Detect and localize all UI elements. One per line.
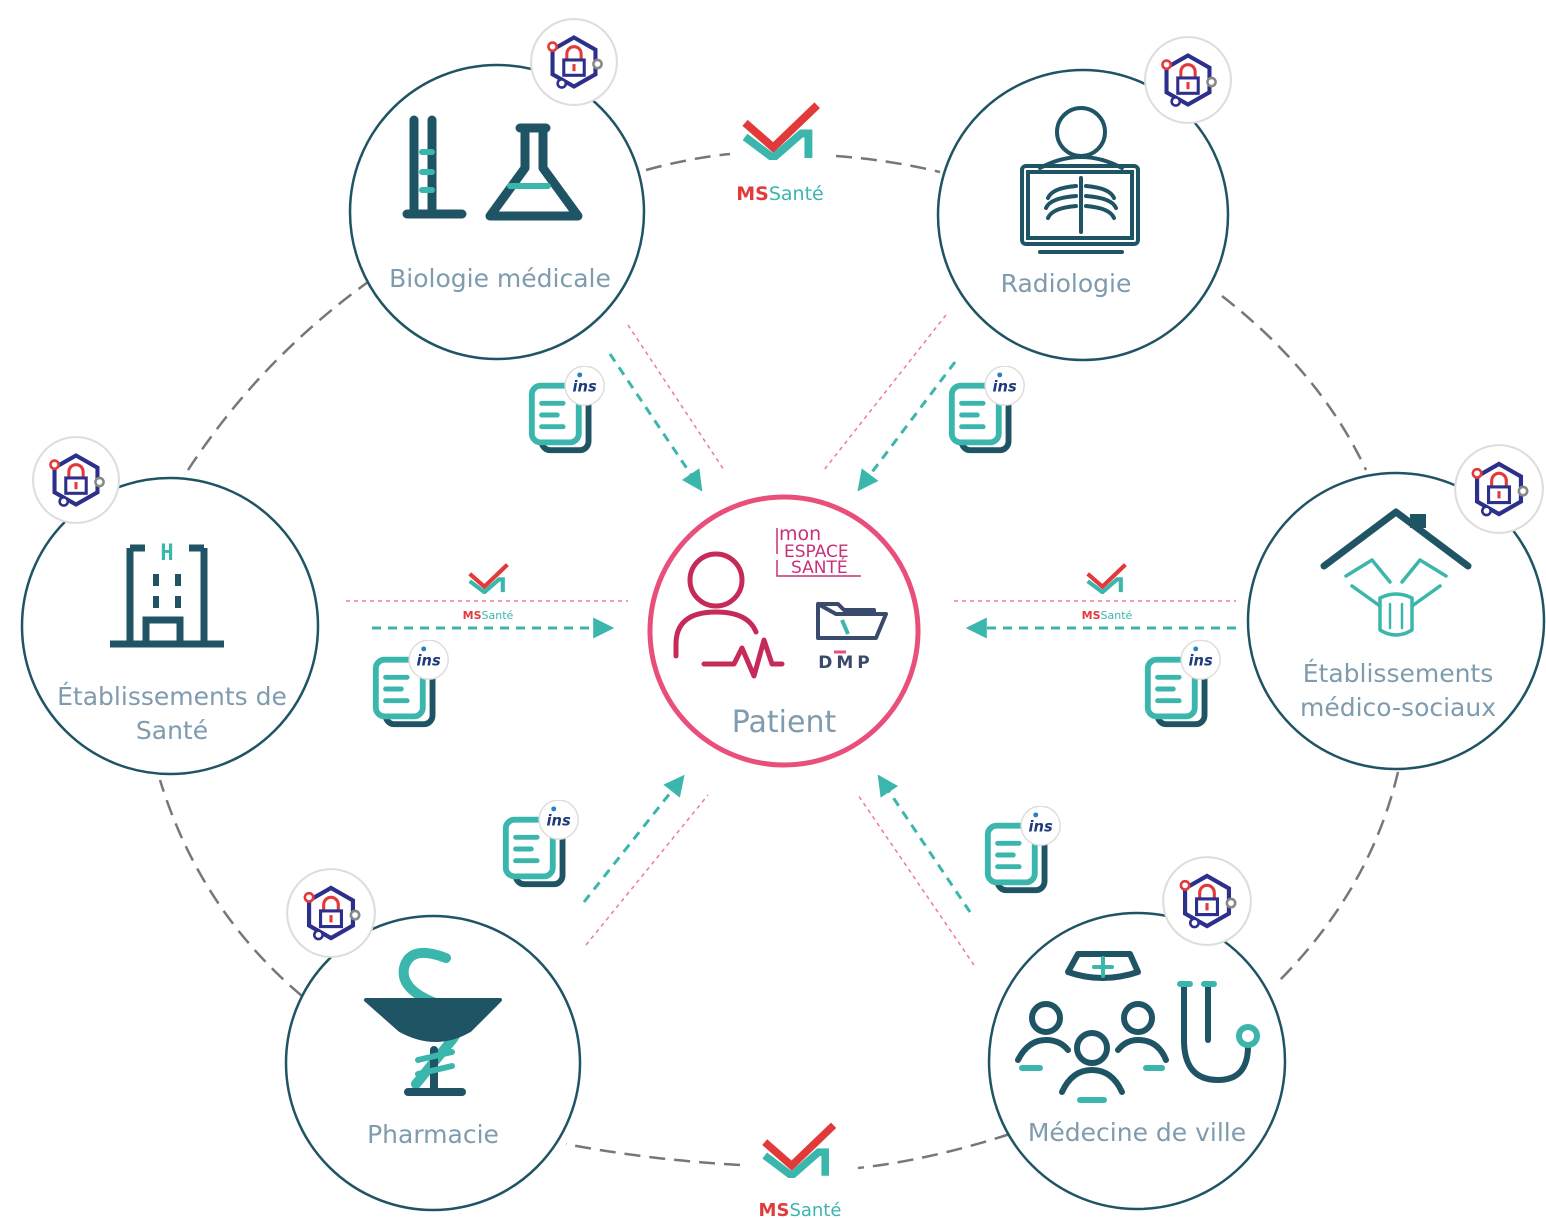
mes-espace: ESPACE [784,542,849,562]
ring-pharma-etab [158,779,303,997]
xray-icon [1020,106,1140,254]
ring-rad-med [1221,295,1368,471]
svg-text:H: H [160,541,173,566]
security-badge-icon [1455,445,1543,533]
network-ring [158,152,1400,1170]
dmp-folder-icon [816,602,888,654]
patient-icon [673,551,785,679]
mon-espace-sante-logo: mon ESPACE SANTÉ [776,523,861,578]
mssante-logo-right: MSSanté [1082,565,1133,622]
mssante-sante: Santé [769,183,824,205]
hospital-icon: H [110,541,224,648]
care-house-icon [1320,508,1472,637]
flow-arrows [372,353,1236,913]
node-etablissements-sante: H Établissements de Santé [20,437,320,776]
mssante-ms: MS [736,183,769,205]
security-badge-icon [1163,857,1251,945]
medico-sociaux-label-2: médico-sociaux [1300,693,1496,722]
dotted-pharma [585,794,709,946]
arrow-bio [608,353,703,492]
mes-sante: SANTÉ [791,556,848,578]
node-radiologie: Radiologie [936,37,1231,362]
dotted-bio [627,324,725,471]
medecine-ville-label: Médecine de ville [1028,1118,1246,1147]
ring-ville-pharma [857,1132,1011,1170]
svg-text:MSSanté: MSSanté [759,1200,842,1218]
ring-bio-rad-2 [835,154,941,174]
ring-etab-bio [186,280,369,471]
mssante-check-icon [1088,565,1126,593]
mssante-check-icon [765,1125,834,1175]
pharmacie-label: Pharmacie [367,1120,499,1149]
svg-text:MSSanté: MSSanté [1082,609,1133,622]
pharmacy-icon [364,947,502,1096]
ins-document-icon [376,640,448,724]
patient-label: Patient [732,705,837,740]
security-badge-icon [1145,37,1231,123]
etablissements-sante-label-2: Santé [136,716,208,745]
node-patient: mon ESPACE SANTÉ DMP Patient [647,494,921,768]
etablissements-sante-label-1: Établissements de [57,682,287,711]
ins-document-icon [532,366,604,450]
lab-flask-icon [402,115,583,221]
arrow-rad [857,361,957,492]
ring-ville-pharma-2 [565,1142,741,1167]
security-badge-icon [287,869,375,957]
dotted-ville [857,794,975,966]
radiologie-label: Radiologie [1001,269,1132,298]
ins-document-icon [952,366,1024,450]
mssante-ms: MS [1082,609,1101,622]
ins-document-icon [1148,640,1220,724]
mssante-logo-bottom: MSSanté [759,1125,842,1218]
mssante-logo-left: MSSanté [463,565,514,622]
node-medico-sociaux: Établissements médico-sociaux [1246,445,1546,771]
security-badge-icon [531,19,617,105]
ring-bio-rad [645,152,731,172]
doctors-stethoscope-icon [1015,951,1260,1103]
mssante-ms: MS [759,1200,790,1218]
exchange-dotted-lines [346,314,1236,966]
mssante-sante: Santé [482,609,514,622]
mssante-check-icon [745,105,817,158]
dmp-label: DMP [818,653,874,673]
security-badge-icon [33,437,119,523]
biologie-label: Biologie médicale [389,264,611,293]
arrow-pharma [582,774,685,903]
node-pharmacie: Pharmacie [284,869,582,1212]
medico-sociaux-label-1: Établissements [1303,659,1494,688]
mssante-ms: MS [463,609,482,622]
svg-text:MSSanté: MSSanté [463,609,514,622]
arrow-ville [877,774,972,913]
mssante-sante: Santé [789,1200,841,1218]
node-biologie: Biologie médicale [348,19,646,361]
ins-document-icon [506,800,578,884]
ins-document-icon [988,806,1060,890]
mes-mon: mon [779,523,821,545]
dotted-rad [823,314,947,471]
ring-med-ville [1277,771,1400,983]
mssante-check-icon [470,565,508,593]
mssante-logo-top: MSSanté [736,105,824,205]
node-medecine-ville: Médecine de ville [987,857,1287,1211]
mssante-sante: Santé [1101,609,1133,622]
svg-text:MSSanté: MSSanté [736,183,823,205]
